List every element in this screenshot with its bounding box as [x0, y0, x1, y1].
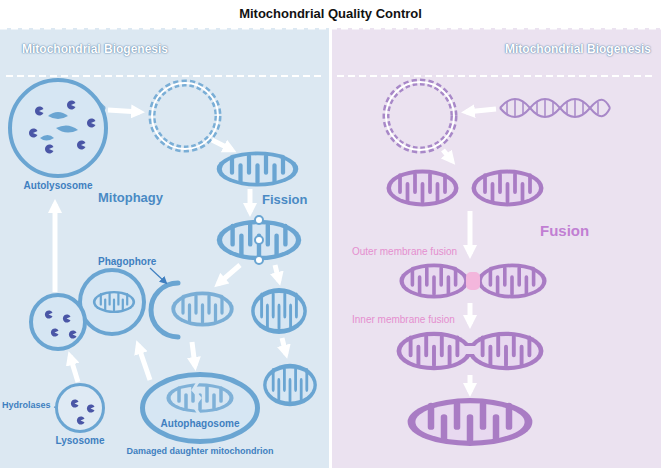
healthy-mitochondrion	[263, 364, 317, 406]
part-label: Hydrolases	[2, 400, 51, 411]
node-shape	[143, 375, 258, 442]
healthy-mitochondrion	[251, 288, 307, 334]
section-heading: Mitochondrial Biogenesis	[22, 42, 168, 56]
node-outline	[8, 78, 108, 178]
fusing-vesicle	[31, 270, 144, 349]
section-heading: Mitochondrial Biogenesis	[505, 42, 651, 56]
diagram-title: Mitochondrial Quality Control	[0, 6, 661, 22]
mitochondrion	[477, 264, 546, 299]
node-shape	[57, 385, 104, 432]
phagophore-membrane	[151, 283, 178, 337]
node-label: Autophagosome	[161, 418, 240, 430]
node-shape	[10, 80, 106, 176]
node-outline	[55, 383, 105, 433]
process-label: Fission	[262, 192, 308, 208]
fission-ring	[255, 216, 263, 264]
hydrolase	[29, 101, 96, 425]
node-note: Damaged daughter mitochondrion	[126, 446, 273, 457]
mitochondrion	[217, 152, 299, 187]
node-label: Autolysosome	[24, 180, 93, 192]
mitochondrion	[472, 170, 544, 207]
mitochondrion	[399, 264, 468, 299]
damaged-mitochondrion	[171, 292, 233, 327]
left-panel	[0, 28, 329, 468]
divider	[6, 75, 324, 77]
autolysosome-circle: Autolysosome	[8, 78, 108, 178]
divider	[337, 75, 655, 77]
lysosome-circle: Lysosome	[55, 383, 105, 433]
step-label: Outer membrane fusion	[352, 246, 457, 258]
right-panel	[332, 28, 661, 468]
inner-membrane-fusion	[397, 332, 544, 371]
fused-mitochondrion	[408, 398, 533, 446]
process-label: Fusion	[540, 222, 589, 240]
circular-dna	[152, 83, 218, 149]
node-label: Lysosome	[55, 435, 104, 447]
dividing-mitochondrion	[217, 220, 301, 260]
outer-membrane-junction	[466, 272, 480, 290]
node-outline	[140, 372, 260, 444]
mitochondrion	[387, 170, 459, 207]
process-label: Mitophagy	[98, 190, 163, 206]
damaged-mitochondrion	[166, 382, 233, 414]
dna-helix	[500, 99, 610, 117]
mitochondrion-fragment	[40, 112, 78, 141]
step-label: Inner membrane fusion	[352, 314, 455, 326]
divider	[330, 28, 332, 468]
autophagosome-oval: AutophagosomeDamaged daughter mitochondr…	[140, 372, 260, 444]
circular-dna	[386, 82, 454, 150]
part-label: Phagophore	[98, 256, 156, 268]
